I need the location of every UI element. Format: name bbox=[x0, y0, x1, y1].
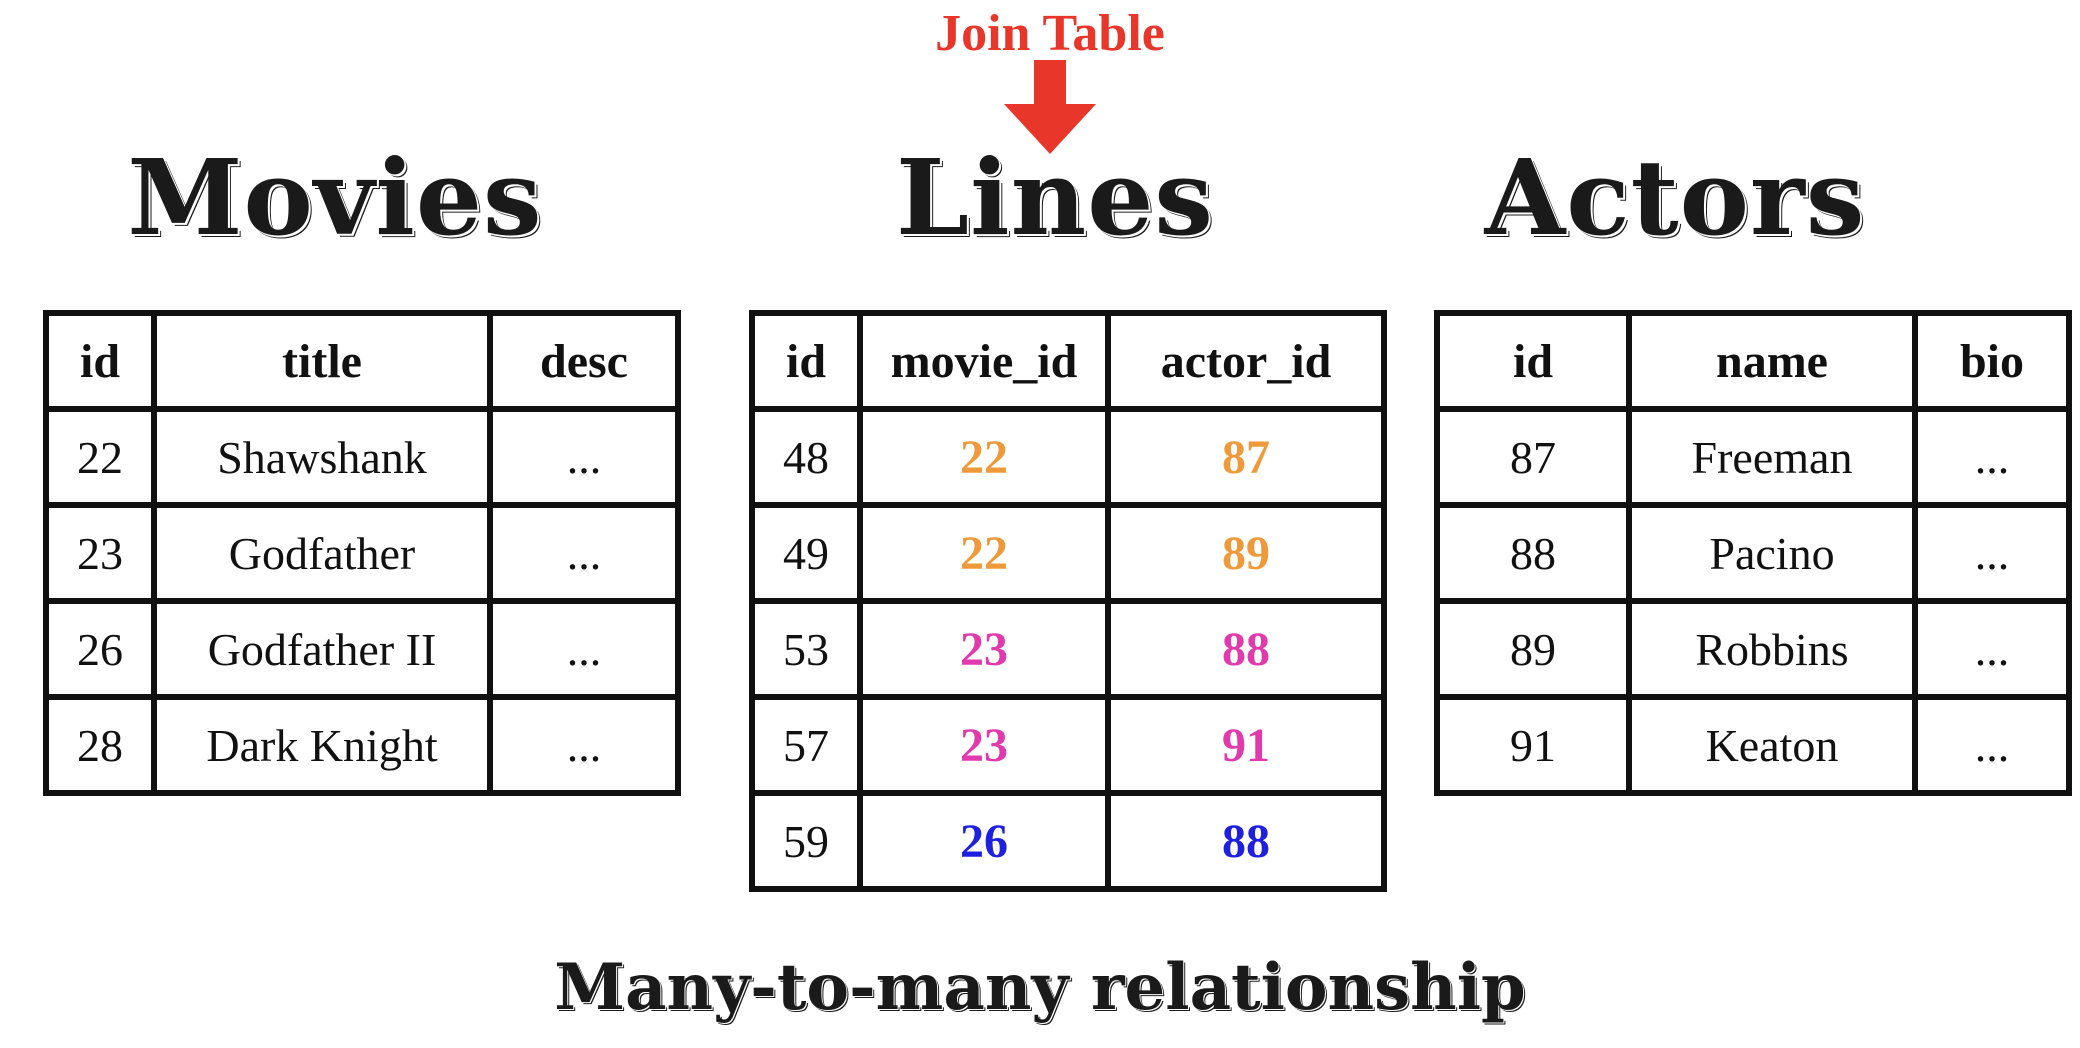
bio-cell: ... bbox=[1912, 406, 2072, 508]
actor-id-cell: 91 bbox=[1105, 694, 1387, 796]
movie-id-cell: 22 bbox=[857, 406, 1111, 508]
id-cell: 28 bbox=[43, 694, 157, 796]
actor-id-cell: 88 bbox=[1105, 598, 1387, 700]
arrow-down-icon bbox=[1004, 60, 1096, 154]
desc-cell: ... bbox=[487, 406, 681, 508]
title-cell: Godfather II bbox=[151, 598, 493, 700]
table-row: 57 23 91 bbox=[749, 694, 1387, 796]
id-cell: 23 bbox=[43, 502, 157, 604]
lines-join-table: id movie_id actor_id 48 22 87 49 22 89 5… bbox=[749, 310, 1387, 892]
id-cell: 59 bbox=[749, 790, 863, 892]
table-row: 23 Godfather ... bbox=[43, 502, 681, 604]
actor-id-cell: 88 bbox=[1105, 790, 1387, 892]
id-cell: 22 bbox=[43, 406, 157, 508]
desc-cell: ... bbox=[487, 694, 681, 796]
movie-id-cell: 23 bbox=[857, 598, 1111, 700]
title-cell: Godfather bbox=[151, 502, 493, 604]
table-row: 59 26 88 bbox=[749, 790, 1387, 892]
title-cell: Dark Knight bbox=[151, 694, 493, 796]
movies-table: id title desc 22 Shawshank ... 23 Godfat… bbox=[43, 310, 681, 796]
movie-id-cell: 22 bbox=[857, 502, 1111, 604]
desc-cell: ... bbox=[487, 502, 681, 604]
header-row: id movie_id actor_id bbox=[749, 310, 1387, 412]
desc-cell: ... bbox=[487, 598, 681, 700]
table-row: 48 22 87 bbox=[749, 406, 1387, 508]
bio-cell: ... bbox=[1912, 694, 2072, 796]
table-row: 22 Shawshank ... bbox=[43, 406, 681, 508]
column-header: name bbox=[1626, 310, 1918, 412]
table-row: 89 Robbins ... bbox=[1434, 598, 2072, 700]
bio-cell: ... bbox=[1912, 502, 2072, 604]
bio-cell: ... bbox=[1912, 598, 2072, 700]
table-row: 28 Dark Knight ... bbox=[43, 694, 681, 796]
header-row: id name bio bbox=[1434, 310, 2072, 412]
column-header: bio bbox=[1912, 310, 2072, 412]
name-cell: Keaton bbox=[1626, 694, 1918, 796]
column-header: id bbox=[43, 310, 157, 412]
actors-table: id name bio 87 Freeman ... 88 Pacino ...… bbox=[1434, 310, 2072, 796]
table-row: 53 23 88 bbox=[749, 598, 1387, 700]
id-cell: 89 bbox=[1434, 598, 1632, 700]
table-row: 49 22 89 bbox=[749, 502, 1387, 604]
actor-id-cell: 87 bbox=[1105, 406, 1387, 508]
id-cell: 87 bbox=[1434, 406, 1632, 508]
header-row: id title desc bbox=[43, 310, 681, 412]
movies-heading: Movies bbox=[127, 136, 543, 259]
column-header: id bbox=[749, 310, 863, 412]
table-row: 88 Pacino ... bbox=[1434, 502, 2072, 604]
table-row: 91 Keaton ... bbox=[1434, 694, 2072, 796]
id-cell: 48 bbox=[749, 406, 863, 508]
column-header: title bbox=[151, 310, 493, 412]
table-row: 87 Freeman ... bbox=[1434, 406, 2072, 508]
id-cell: 88 bbox=[1434, 502, 1632, 604]
column-header: desc bbox=[487, 310, 681, 412]
actor-id-cell: 89 bbox=[1105, 502, 1387, 604]
name-cell: Pacino bbox=[1626, 502, 1918, 604]
id-cell: 91 bbox=[1434, 694, 1632, 796]
column-header: movie_id bbox=[857, 310, 1111, 412]
lines-heading: Lines bbox=[896, 136, 1214, 259]
id-cell: 53 bbox=[749, 598, 863, 700]
id-cell: 57 bbox=[749, 694, 863, 796]
id-cell: 49 bbox=[749, 502, 863, 604]
title-cell: Shawshank bbox=[151, 406, 493, 508]
id-cell: 26 bbox=[43, 598, 157, 700]
actors-heading: Actors bbox=[1484, 136, 1866, 259]
column-header: actor_id bbox=[1105, 310, 1387, 412]
name-cell: Freeman bbox=[1626, 406, 1918, 508]
movie-id-cell: 26 bbox=[857, 790, 1111, 892]
column-header: id bbox=[1434, 310, 1632, 412]
diagram-caption: Many-to-many relationship bbox=[554, 950, 1526, 1025]
table-row: 26 Godfather II ... bbox=[43, 598, 681, 700]
movie-id-cell: 23 bbox=[857, 694, 1111, 796]
name-cell: Robbins bbox=[1626, 598, 1918, 700]
join-table-label: Join Table bbox=[935, 5, 1165, 62]
